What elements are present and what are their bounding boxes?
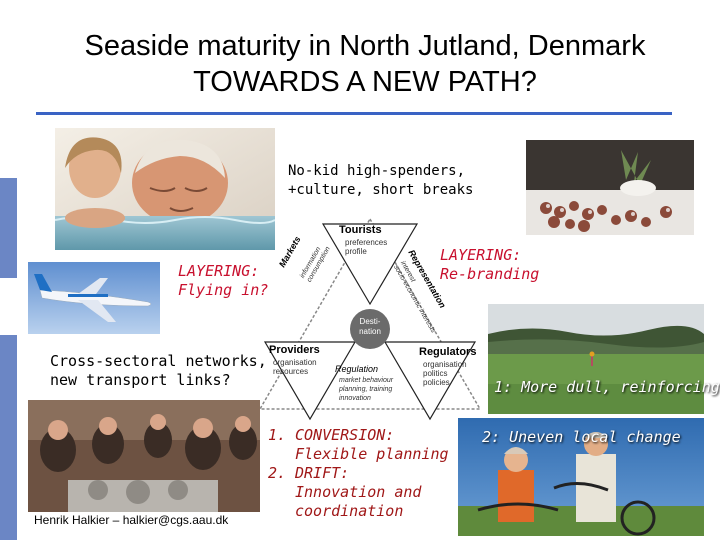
providers-item: resources — [273, 367, 309, 376]
festive-food-photo — [526, 140, 694, 235]
field-landscape-photo — [488, 304, 704, 414]
author-credit: Henrik Halkier – halkier@cgs.aau.dk — [34, 513, 229, 527]
festive-food-illustration — [526, 140, 694, 235]
list-item-line: Innovation and — [295, 483, 422, 501]
regulators-item: organisation — [423, 360, 467, 369]
regulation-item: planning, training — [339, 386, 393, 393]
destination-label-line-1: Desti- — [359, 317, 381, 326]
layering-flying-line-2: Flying in? — [178, 281, 269, 299]
networks-line-2: new transport links? — [50, 371, 231, 389]
cyclists-photo — [458, 418, 704, 536]
market-crowd-photo — [28, 400, 260, 530]
list-item: 2. DRIFT: Innovation and coordination — [268, 464, 449, 521]
airplane-photo — [28, 262, 160, 334]
layering-rebranding-caption: LAYERING: Re-branding — [440, 246, 539, 284]
path-list: 1. CONVERSION: Flexible planning 2. DRIF… — [268, 426, 449, 521]
regulation-item: innovation — [339, 395, 371, 402]
list-item: 1. CONVERSION: Flexible planning — [268, 426, 449, 464]
regulation-label: Regulation — [335, 364, 379, 374]
list-item-number: 1. — [268, 426, 287, 444]
uneven-change-caption: 2: Uneven local change — [482, 428, 681, 446]
top-caption-line-2: +culture, short breaks — [288, 182, 474, 198]
top-caption: No-kid high-spenders, +culture, short br… — [288, 162, 473, 200]
list-item-number: 2. — [268, 464, 287, 482]
destination-node — [350, 309, 390, 349]
layering-rebranding-line-2: Re-branding — [440, 265, 540, 283]
layering-flying-caption: LAYERING: Flying in? — [178, 262, 268, 300]
more-dull-caption: 1: More dull, reinforcing — [494, 378, 720, 396]
providers-title: Providers — [269, 344, 320, 356]
title-divider — [36, 112, 672, 115]
providers-items: organisation resources — [273, 358, 317, 376]
left-accent-bar-top — [0, 178, 17, 278]
tourists-items: preferences profile — [345, 238, 387, 256]
regulators-title: Regulators — [419, 346, 477, 358]
market-crowd-illustration — [28, 400, 260, 530]
left-accent-bar-bottom — [0, 335, 17, 540]
providers-item: organisation — [273, 358, 317, 367]
top-caption-line-1: No-kid high-spenders, — [288, 163, 466, 179]
regulators-item: policies — [423, 378, 450, 387]
list-item-line: CONVERSION: — [295, 426, 395, 444]
list-item-line: DRIFT: — [295, 464, 350, 482]
destination-triangle — [258, 217, 482, 421]
tourists-item: profile — [345, 247, 367, 256]
regulation-items: market behaviour planning, training inno… — [339, 376, 393, 403]
title-line-2: TOWARDS A NEW PATH? — [193, 66, 537, 98]
tourists-title: Tourists — [339, 224, 382, 236]
spa-couple-photo — [55, 128, 275, 250]
destination-diagram: Tourists preferences profile Providers o… — [255, 214, 485, 424]
title-line-1: Seaside maturity in North Jutland, Denma… — [84, 30, 646, 62]
regulators-items: organisation politics policies — [423, 360, 467, 387]
tourists-item: preferences — [345, 238, 388, 247]
destination-label-line-2: nation — [359, 327, 381, 336]
cyclists-illustration — [458, 418, 704, 536]
spa-couple-illustration — [55, 128, 275, 250]
regulation-item: market behaviour — [339, 377, 394, 384]
field-landscape-illustration — [488, 304, 704, 414]
list-item-text: DRIFT: Innovation and coordination — [295, 464, 421, 521]
list-item-line: Flexible planning — [295, 445, 449, 463]
destination-label: Desti- nation — [357, 317, 383, 337]
slide-title: Seaside maturity in North Jutland, Denma… — [20, 28, 710, 100]
layering-rebranding-line-1: LAYERING: — [440, 246, 522, 264]
layering-flying-line-1: LAYERING: — [178, 262, 260, 280]
list-item-line: coordination — [295, 502, 404, 520]
list-item-text: CONVERSION: Flexible planning — [295, 426, 449, 464]
regulators-item: politics — [423, 369, 448, 378]
networks-caption: Cross-sectoral networks, new transport l… — [50, 352, 267, 390]
networks-line-1: Cross-sectoral networks, — [50, 352, 267, 370]
airplane-illustration — [28, 262, 160, 334]
